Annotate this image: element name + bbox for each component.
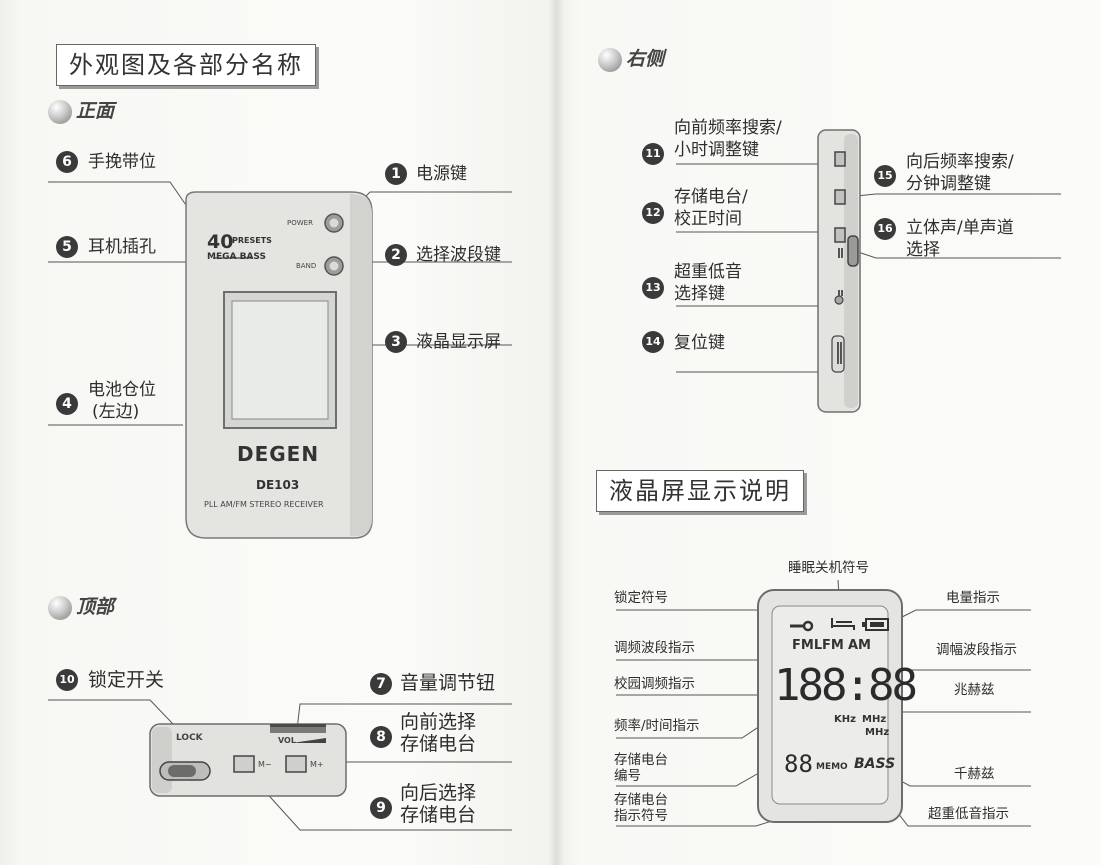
section-bullet-icon bbox=[598, 48, 622, 72]
label-volume-wheel: 音量调节钮 bbox=[400, 672, 496, 694]
presets-count: 40 bbox=[207, 231, 234, 253]
label-fm-band-indicator: 调频波段指示 bbox=[614, 640, 695, 656]
marker-12: 12 bbox=[642, 202, 664, 224]
presets-word: PRESETS bbox=[232, 236, 272, 245]
marker-11: 11 bbox=[642, 143, 664, 165]
receiver-description: PLL AM/FM STEREO RECEIVER bbox=[204, 500, 324, 509]
front-heading: 正面 bbox=[76, 100, 115, 122]
front-view-diagram bbox=[48, 181, 512, 831]
vol-label: VOL bbox=[278, 736, 296, 745]
lcd-mhz-2: MHz bbox=[865, 727, 890, 738]
side-heading: 右侧 bbox=[626, 48, 665, 70]
lcd-bass: BASS bbox=[854, 756, 896, 772]
marker-5: 5 bbox=[56, 236, 78, 258]
label-freq-time-indicator: 频率/时间指示 bbox=[614, 718, 700, 734]
label-preset-number-2: 编号 bbox=[614, 768, 641, 784]
label-reset-key: 复位键 bbox=[674, 333, 725, 353]
label-am-band-indicator: 调幅波段指示 bbox=[936, 642, 1017, 658]
right-page: 右侧 bbox=[556, 0, 1101, 865]
m-minus-label: M− bbox=[258, 760, 272, 769]
m-plus-button-icon bbox=[285, 755, 307, 773]
marker-10: 10 bbox=[56, 669, 78, 691]
label-battery-compartment: 电池仓位 bbox=[88, 380, 156, 400]
label-preset-number: 存储电台 bbox=[614, 752, 668, 768]
label-power-key: 电源键 bbox=[416, 164, 467, 184]
marker-1: 1 bbox=[385, 163, 407, 185]
side-view-diagram bbox=[616, 129, 1061, 827]
lcd-khz: KHz bbox=[834, 714, 856, 725]
m-minus-button-icon bbox=[233, 755, 255, 773]
lcd-section-title: 液晶屏显示说明 bbox=[596, 470, 804, 512]
book-gutter bbox=[548, 0, 564, 865]
marker-14: 14 bbox=[642, 331, 664, 353]
label-lock-symbol: 锁定符号 bbox=[614, 590, 668, 606]
label-battery-side: (左边) bbox=[92, 402, 140, 422]
marker-6: 6 bbox=[56, 151, 78, 173]
left-page: 外观图及各部分名称 正面 bbox=[0, 0, 556, 865]
lcd-frequency-digits: 188:88 bbox=[774, 660, 918, 711]
left-page-title: 外观图及各部分名称 bbox=[56, 44, 316, 86]
label-lcd-screen: 液晶显示屏 bbox=[416, 332, 501, 352]
label-lock-switch: 锁定开关 bbox=[88, 669, 165, 691]
label-next-preset-2: 存储电台 bbox=[400, 733, 477, 755]
section-bullet-icon bbox=[48, 100, 72, 124]
marker-2: 2 bbox=[385, 244, 407, 266]
label-band-key: 选择波段键 bbox=[416, 245, 501, 265]
label-seek-backward: 向后频率搜索/ bbox=[906, 152, 1014, 172]
label-battery-indicator: 电量指示 bbox=[946, 590, 1000, 606]
label-prev-preset-2: 存储电台 bbox=[400, 804, 477, 826]
power-label: POWER bbox=[287, 219, 313, 227]
brand-logo: DEGEN bbox=[237, 442, 320, 466]
label-mhz: 兆赫兹 bbox=[954, 682, 995, 698]
label-prev-preset: 向后选择 bbox=[400, 782, 477, 804]
lock-label: LOCK bbox=[176, 733, 203, 743]
label-memo-symbol-2: 指示符号 bbox=[614, 808, 668, 824]
band-label: BAND bbox=[296, 262, 317, 270]
label-next-preset: 向前选择 bbox=[400, 711, 477, 733]
label-stereo-mono-2: 选择 bbox=[906, 240, 940, 260]
marker-7: 7 bbox=[370, 673, 392, 695]
top-heading: 顶部 bbox=[76, 596, 115, 618]
label-seek-forward: 向前频率搜索/ bbox=[674, 118, 782, 138]
lcd-memo: MEMO bbox=[816, 762, 848, 772]
lcd-fml: FML bbox=[792, 638, 823, 653]
lcd-mhz: MHz bbox=[862, 714, 887, 725]
label-seek-forward-2: 小时调整键 bbox=[674, 140, 759, 160]
label-mega-bass-indicator: 超重低音指示 bbox=[928, 806, 1009, 822]
lcd-fm: FM bbox=[822, 638, 844, 653]
label-store-station-2: 校正时间 bbox=[674, 209, 742, 229]
section-bullet-icon bbox=[48, 596, 72, 620]
label-sleep-symbol: 睡眠关机符号 bbox=[788, 560, 869, 576]
label-mega-bass-key: 超重低音 bbox=[674, 262, 742, 282]
model-name: DE103 bbox=[256, 478, 300, 492]
label-khz: 千赫兹 bbox=[954, 766, 995, 782]
label-campus-fm-indicator: 校园调频指示 bbox=[614, 676, 695, 692]
label-seek-backward-2: 分钟调整键 bbox=[906, 174, 991, 194]
marker-8: 8 bbox=[370, 726, 392, 748]
marker-15: 15 bbox=[874, 165, 896, 187]
marker-4: 4 bbox=[56, 393, 78, 415]
label-stereo-mono: 立体声/单声道 bbox=[906, 218, 1014, 238]
label-strap-hole: 手挽带位 bbox=[88, 152, 156, 172]
m-plus-label: M+ bbox=[310, 760, 324, 769]
marker-16: 16 bbox=[874, 218, 896, 240]
marker-9: 9 bbox=[370, 797, 392, 819]
mega-bass-label: MEGA BASS bbox=[207, 252, 266, 262]
lcd-preset-digits: 88 bbox=[784, 750, 813, 778]
marker-3: 3 bbox=[385, 331, 407, 353]
label-memo-symbol: 存储电台 bbox=[614, 792, 668, 808]
label-earphone-jack: 耳机插孔 bbox=[88, 237, 156, 257]
lcd-am: AM bbox=[848, 638, 871, 653]
label-store-station: 存储电台/ bbox=[674, 187, 748, 207]
label-mega-bass-key-2: 选择键 bbox=[674, 284, 725, 304]
marker-13: 13 bbox=[642, 277, 664, 299]
